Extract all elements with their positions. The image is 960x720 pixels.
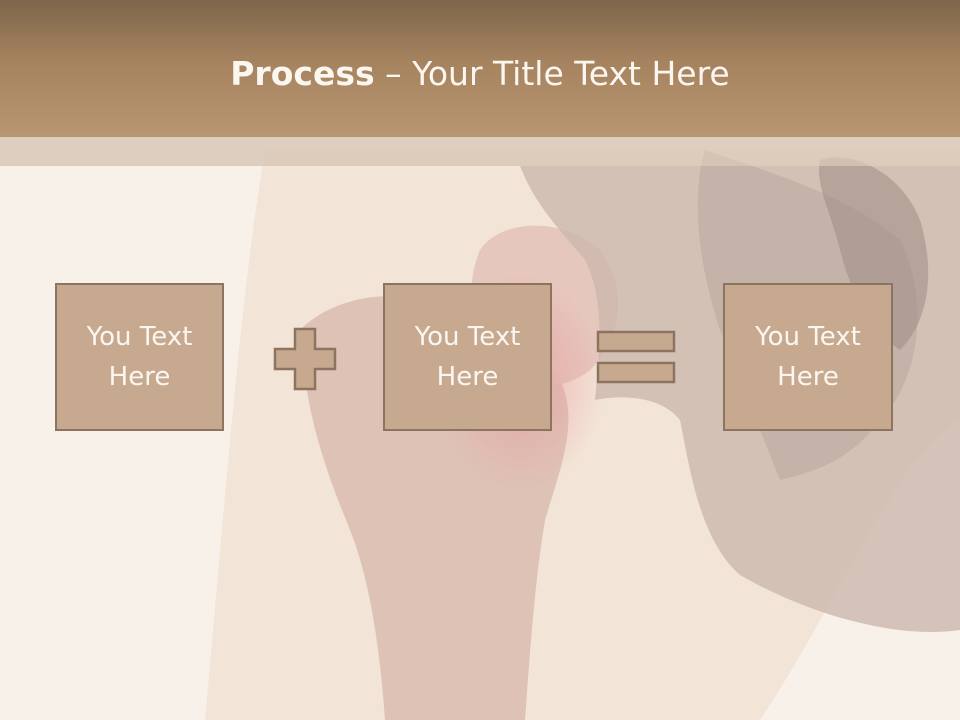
- process-box-2[interactable]: You Text Here: [383, 283, 552, 431]
- title-bold: Process: [230, 54, 375, 93]
- process-box-3-text: You Text Here: [755, 322, 861, 392]
- process-box-2-text: You Text Here: [414, 322, 521, 392]
- slide-title: Process – Your Title Text Here: [0, 54, 960, 93]
- process-box-1[interactable]: You Text Here: [55, 283, 224, 431]
- header-bar: [0, 0, 960, 137]
- header-band: [0, 137, 960, 166]
- plus-icon: [273, 327, 337, 391]
- title-rest: – Your Title Text Here: [374, 54, 730, 93]
- equals-icon: [596, 330, 676, 384]
- process-box-3[interactable]: You Text Here: [723, 283, 893, 431]
- process-box-1-text: You Text Here: [86, 322, 193, 392]
